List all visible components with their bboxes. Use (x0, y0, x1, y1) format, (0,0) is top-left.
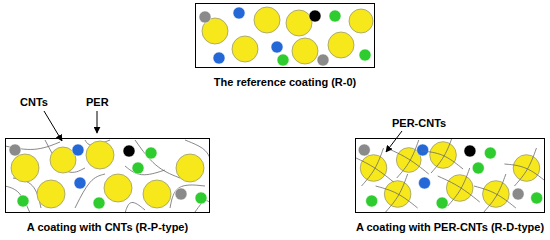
filler-particle (366, 195, 378, 207)
panel-caption: The reference coating (R-0) (195, 76, 375, 89)
filler-particle (531, 192, 543, 204)
per-particle (446, 175, 473, 202)
cnt-tube (448, 168, 470, 206)
filler-particle (309, 10, 321, 22)
cnt-tube (386, 174, 408, 212)
filler-particle (472, 162, 484, 174)
filler-particle (317, 54, 329, 66)
per-particle (104, 174, 132, 202)
filler-particle (145, 147, 157, 159)
per-particle (430, 142, 457, 169)
per-cnt-particles (356, 139, 544, 212)
per-particle (11, 154, 39, 182)
per-particle (86, 141, 114, 169)
filler-particle (419, 177, 431, 189)
cnt-tube (504, 164, 544, 182)
cnt-tube (75, 174, 105, 208)
coating-panel: The reference coating (R-0) (195, 3, 375, 89)
reference-particles (199, 7, 373, 66)
filler-particle (464, 145, 476, 157)
per-particle (328, 32, 354, 58)
filler-particle (436, 197, 448, 209)
filler-particle (484, 147, 496, 159)
cnt-tube (514, 148, 536, 186)
filler-particle (199, 11, 211, 23)
per-particle (292, 38, 318, 64)
filler-particle (271, 41, 283, 53)
cnt-tube (6, 186, 30, 212)
per-particle (176, 154, 204, 182)
filler-particle (233, 7, 245, 19)
filler-particle (123, 145, 135, 157)
cnt-tube (125, 202, 145, 212)
cnt-particles (6, 140, 209, 212)
filler-particle (132, 162, 144, 174)
leader-arrow (44, 111, 62, 141)
per-particle (360, 155, 387, 182)
leader-arrow (386, 131, 402, 152)
coating-box (195, 3, 375, 68)
coating-panel: A coating with PER-CNTs (R-D-type) (355, 138, 545, 234)
cnt-tube (376, 186, 418, 208)
per-particle (513, 155, 540, 182)
cnt-tube (362, 148, 384, 186)
cnt-tube (397, 140, 419, 178)
callout-label: CNTs (20, 96, 48, 109)
cnt-tube (387, 148, 429, 174)
filler-particle (93, 197, 105, 209)
filler-particle (175, 188, 187, 200)
filler-particle (417, 144, 429, 156)
callout-label: PER-CNTs (392, 117, 446, 130)
per-particle (349, 9, 373, 33)
filler-particle (74, 177, 86, 189)
coating-box (355, 138, 545, 213)
panel-caption: A coating with CNTs (R-P-type) (5, 221, 210, 234)
filler-particle (358, 144, 370, 156)
filler-particle (359, 49, 371, 61)
per-particle (232, 36, 258, 62)
per-particle (254, 7, 280, 33)
filler-particle (329, 10, 341, 22)
filler-particle (213, 52, 225, 64)
cnt-tube (45, 140, 85, 172)
filler-particle (277, 54, 289, 66)
per-particle (37, 180, 65, 208)
cnt-tube (474, 186, 516, 208)
per-particle (143, 180, 171, 208)
panel-caption: A coating with PER-CNTs (R-D-type) (355, 221, 545, 234)
callout-label: PER (86, 96, 109, 109)
leader-arrow (97, 111, 98, 133)
cnt-tube (421, 151, 463, 169)
cnt-tube (484, 174, 506, 212)
cnt-tube (438, 176, 480, 202)
coating-panel: A coating with CNTs (R-P-type) (5, 138, 210, 234)
per-particle (286, 10, 312, 36)
cnt-tube (431, 139, 453, 173)
filler-particle (195, 192, 207, 204)
filler-particle (512, 188, 524, 200)
filler-particle (17, 195, 29, 207)
filler-particle (9, 144, 21, 156)
coating-box (5, 138, 210, 213)
filler-particle (72, 144, 84, 156)
